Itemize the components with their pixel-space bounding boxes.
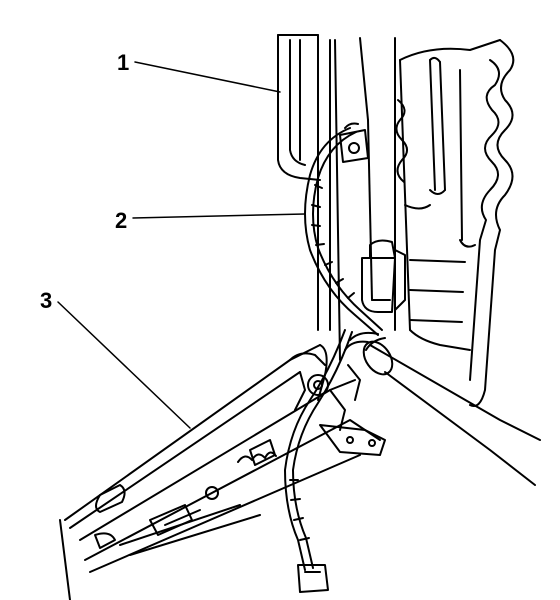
callout-leaders: [57, 61, 306, 429]
recliner-rod: [344, 331, 541, 486]
callout-2: 2: [115, 208, 128, 233]
leader-1: [134, 61, 281, 93]
wiring-harness: [304, 127, 383, 336]
callout-1: 1: [117, 50, 130, 75]
harness-connector: [361, 239, 406, 313]
seatback-panel: [277, 34, 373, 361]
seatback-frame: [394, 37, 515, 407]
leader-3: [57, 301, 191, 429]
lower-harness: [284, 329, 353, 593]
leader-2: [132, 213, 306, 219]
recliner-arm: [59, 344, 386, 600]
callout-3: 3: [40, 288, 53, 313]
upper-bracket: [339, 122, 369, 163]
